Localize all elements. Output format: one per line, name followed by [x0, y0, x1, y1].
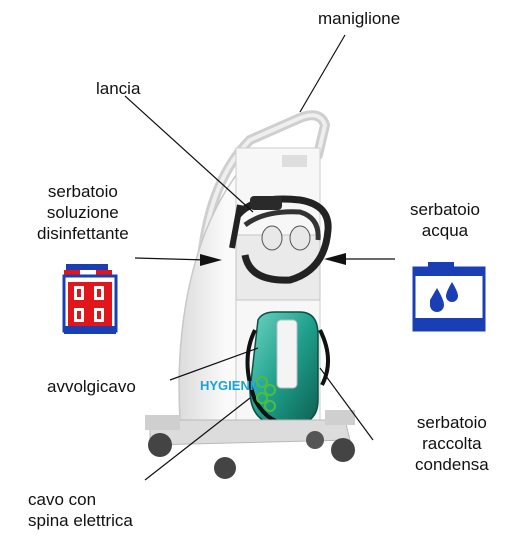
wheel	[148, 433, 172, 457]
lance-coil	[229, 195, 332, 284]
label-line: serbatoio	[410, 200, 480, 219]
label-serbatoio-acqua: serbatoio acqua	[410, 199, 480, 241]
label-lancia: lancia	[96, 78, 140, 99]
leader-lines	[124, 34, 374, 481]
leader-lancia	[124, 95, 254, 213]
brand-logo: HYGIENIO	[200, 376, 276, 412]
disinfectant-tank-icon	[62, 264, 118, 334]
wheel	[306, 431, 324, 449]
label-line: serbatoio	[47, 182, 118, 201]
condensate-tank	[245, 311, 330, 428]
leader-condensa	[319, 367, 374, 441]
label-avvolgicavo-text: avvolgicavo	[47, 377, 136, 396]
arrow-head-left	[200, 254, 222, 266]
label-line: serbatoio	[416, 413, 487, 432]
label-line: condensa	[415, 455, 489, 474]
label-lancia-text: lancia	[96, 79, 141, 98]
label-line: spina elettrica	[28, 511, 133, 530]
arrow-head-right	[324, 253, 346, 265]
wheel	[331, 438, 355, 462]
label-maniglione: maniglione	[318, 8, 400, 29]
label-line: soluzione	[46, 203, 119, 222]
leader-avvolgicavo	[169, 347, 259, 381]
brand-logo-text: HYGIENIO	[200, 378, 264, 393]
leader-maniglione	[299, 34, 346, 113]
label-line: raccolta	[422, 434, 482, 453]
arrows	[134, 253, 395, 266]
wheel	[214, 457, 236, 479]
wheel-base	[145, 410, 355, 479]
label-cavo-spina: cavo con spina elettrica	[28, 489, 133, 531]
label-maniglione-text: maniglione	[318, 9, 401, 28]
water-tank-icon	[412, 262, 486, 332]
label-serbatoio-disinfettante: serbatoio soluzione disinfettante	[37, 181, 129, 244]
label-avvolgicavo: avvolgicavo	[47, 376, 136, 397]
label-line: acqua	[421, 221, 469, 240]
label-line: disinfettante	[37, 224, 129, 243]
label-line: cavo con	[28, 490, 97, 509]
label-serbatoio-condensa: serbatoio raccolta condensa	[415, 412, 489, 475]
leader-cavo	[144, 397, 251, 481]
